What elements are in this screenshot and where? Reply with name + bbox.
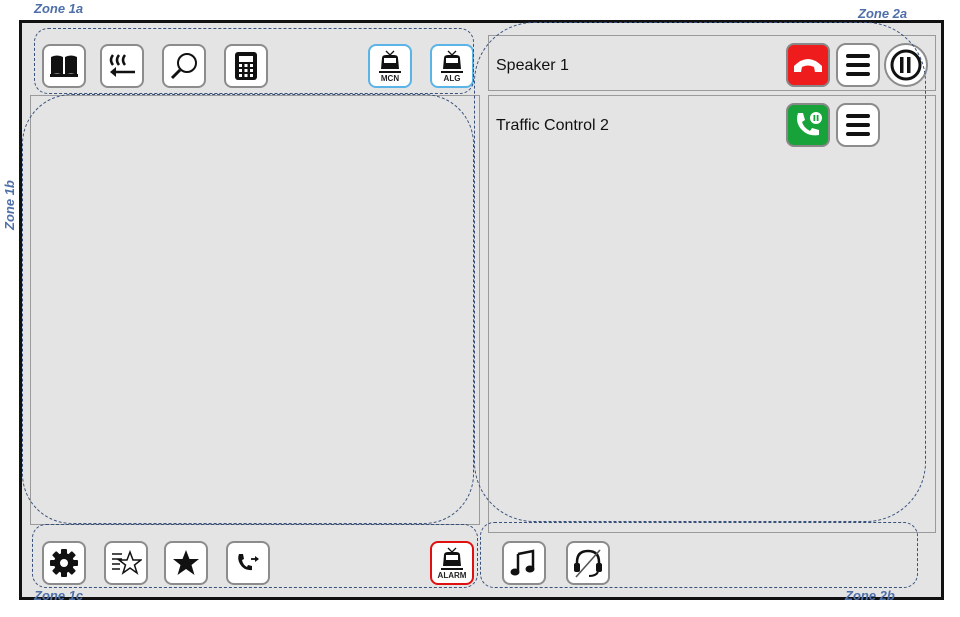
keypad-icon — [235, 52, 257, 80]
dispatcher-screen: MCN ALG Speaker 1 Traffic Control 2 — [19, 20, 944, 600]
hang-up-button[interactable] — [786, 43, 830, 87]
favorites-list-icon — [112, 549, 142, 575]
train-icon — [441, 50, 463, 73]
settings-button[interactable] — [42, 541, 86, 585]
headset-mute-button[interactable] — [566, 541, 610, 585]
search-button[interactable] — [162, 44, 206, 88]
menu-icon — [846, 54, 870, 76]
headset-muted-icon — [574, 549, 602, 578]
zone-2b-label: Zone 2b — [845, 588, 895, 603]
zone-1a-label: Zone 1a — [34, 1, 84, 16]
call-history-icon — [109, 54, 135, 77]
train-mcn-button[interactable]: MCN — [368, 44, 412, 88]
phonebook-button[interactable] — [42, 44, 86, 88]
call-list-panel — [488, 95, 936, 533]
train-alg-button[interactable]: ALG — [430, 44, 474, 88]
train-icon — [441, 547, 463, 570]
left-main-panel — [30, 95, 480, 525]
star-button[interactable] — [164, 541, 208, 585]
hold-icon — [890, 49, 922, 81]
train-mcn-label: MCN — [380, 73, 400, 83]
star-icon — [173, 550, 199, 575]
call-label-speaker-1: Speaker 1 — [496, 57, 569, 74]
alarm-button[interactable]: ALARM — [430, 541, 474, 585]
zone-2a-label: Zone 2a — [858, 6, 908, 21]
music-icon — [510, 549, 535, 576]
settings-gear-icon — [50, 549, 78, 577]
favorites-list-button[interactable] — [104, 541, 148, 585]
traffic-control-2-menu-button[interactable] — [836, 103, 880, 147]
speaker-1-menu-button[interactable] — [836, 43, 880, 87]
alarm-label: ALARM — [437, 570, 467, 580]
resume-held-call-icon — [797, 112, 822, 136]
search-icon — [170, 53, 197, 80]
train-icon — [379, 50, 401, 73]
train-alg-label: ALG — [443, 73, 461, 83]
hold-button[interactable] — [884, 43, 928, 87]
zone-1c-label: Zone 1c — [34, 588, 84, 603]
resume-held-call-button[interactable] — [786, 103, 830, 147]
call-label-traffic-control-2: Traffic Control 2 — [496, 117, 609, 134]
zone-1b-label: Zone 1b — [2, 180, 17, 230]
call-transfer-button[interactable] — [226, 541, 270, 585]
call-history-button[interactable] — [100, 44, 144, 88]
hang-up-icon — [794, 59, 822, 72]
music-button[interactable] — [502, 541, 546, 585]
menu-icon — [846, 114, 870, 136]
keypad-button[interactable] — [224, 44, 268, 88]
phonebook-icon — [50, 55, 78, 77]
call-transfer-icon — [238, 554, 259, 571]
